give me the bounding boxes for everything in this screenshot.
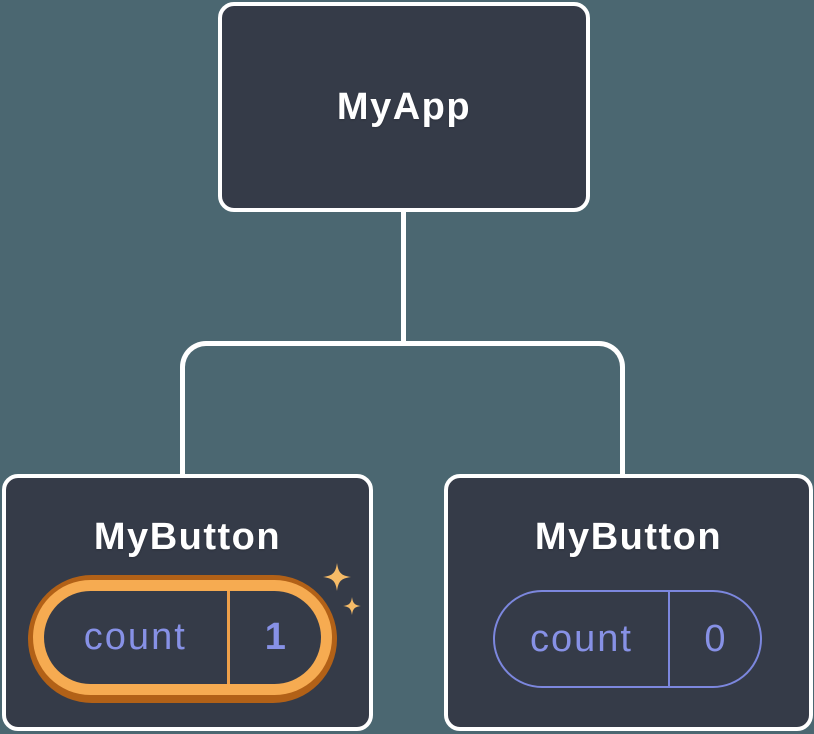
state-pill-ring: count 1 [33,580,332,695]
connector-stem [401,210,406,346]
node-myapp: MyApp [218,2,590,212]
node-mybutton-left-label: MyButton [93,516,282,558]
node-mybutton-right: MyButton count 0 [444,474,813,731]
state-value: 1 [264,616,286,658]
node-myapp-label: MyApp [336,85,472,128]
node-mybutton-right-label: MyButton [534,516,723,558]
state-pill-inner: count 1 [44,591,321,684]
state-pill-highlighted: count 1 [28,575,337,703]
state-pill-plain: count 0 [493,590,762,688]
connector-branch [180,341,625,474]
sparkles-icon [323,563,361,615]
state-value-segment: 0 [670,592,760,686]
state-name-label: count [529,617,633,660]
node-mybutton-left: MyButton count 1 [2,474,373,731]
state-value: 0 [704,617,726,660]
state-value-segment: 1 [230,591,321,684]
state-name-segment: count [44,591,230,684]
state-name-segment: count [495,592,670,686]
state-name-label: count [83,616,187,658]
